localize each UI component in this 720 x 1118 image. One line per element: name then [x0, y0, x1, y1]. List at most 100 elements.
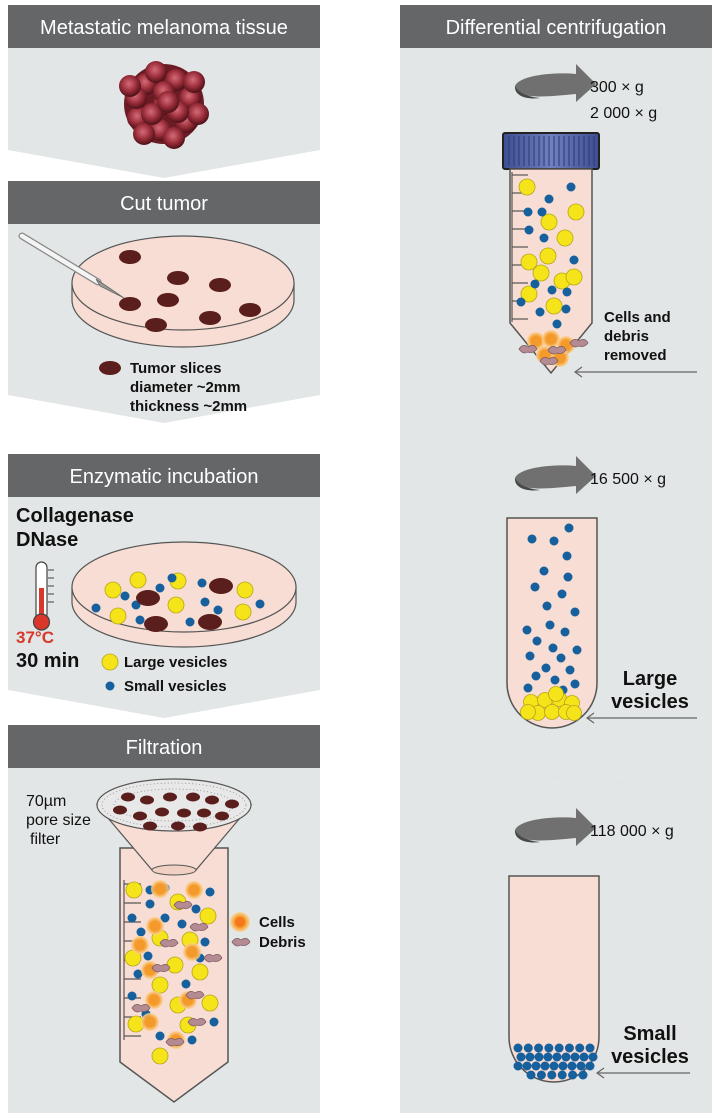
small-vesicle	[557, 1070, 567, 1080]
tumor-slice	[205, 795, 219, 805]
legend-text: Large vesicles	[124, 654, 227, 671]
small-vesicle	[513, 1043, 523, 1053]
reagent-label: DNase	[16, 529, 78, 551]
panel-centrifugation-step-3: 118 000 × g Small vesicles	[400, 766, 712, 1113]
step-note: removed	[604, 347, 667, 364]
legend-text: thickness ~2mm	[130, 398, 247, 415]
small-vesicle	[566, 182, 576, 192]
small-vesicle	[535, 307, 545, 317]
small-vesicle	[160, 913, 170, 923]
tumor-slice	[239, 303, 261, 317]
cell-nucleus	[187, 947, 197, 957]
tumor-slice	[143, 821, 157, 831]
small-vesicle	[197, 578, 207, 588]
tumor-lobe	[187, 103, 209, 125]
small-vesicle	[534, 1043, 544, 1053]
tumor-slice	[177, 808, 191, 818]
cell-nucleus	[145, 1017, 155, 1027]
tumor-lobe	[119, 75, 141, 97]
filter-funnel	[95, 778, 253, 876]
small-vesicle	[525, 651, 535, 661]
small-vesicle	[569, 255, 579, 265]
tumor-slice	[119, 250, 141, 264]
panel-title: Cut tumor	[120, 193, 208, 215]
small-vesicle	[133, 969, 143, 979]
debris	[151, 964, 171, 973]
small-vesicle	[536, 1070, 546, 1080]
legend-text: Small vesicles	[124, 678, 227, 695]
temperature-label: 37°C	[16, 628, 54, 647]
debris	[173, 901, 193, 910]
thermometer-icon	[32, 561, 54, 631]
small-vesicle	[550, 675, 560, 685]
small-vesicle	[213, 605, 223, 615]
debris	[539, 357, 559, 366]
small-vesicle	[547, 1070, 557, 1080]
large-vesicle	[539, 247, 557, 265]
small-vesicle	[167, 573, 177, 583]
large-vesicle	[556, 229, 574, 247]
filter-label: pore size	[26, 812, 91, 829]
large-vesicle	[151, 976, 169, 994]
header-bar	[8, 725, 320, 768]
large-vesicle	[548, 686, 564, 702]
filter-tumor-pieces	[113, 792, 239, 832]
small-vesicle	[570, 607, 580, 617]
speed-label: 16 500 × g	[590, 471, 666, 488]
legend-text: diameter ~2mm	[130, 379, 240, 396]
tumor-slice	[171, 821, 185, 831]
tube-contents	[513, 1043, 598, 1080]
debris	[185, 991, 205, 1000]
small-vesicle	[531, 671, 541, 681]
small-vesicle	[542, 601, 552, 611]
small-vesicle	[552, 1052, 562, 1062]
large-vesicle	[167, 596, 185, 614]
small-vesicle	[205, 887, 215, 897]
small-vesicle	[187, 1035, 197, 1045]
panel-melanoma-tissue: Metastatic melanoma tissue	[8, 5, 320, 178]
large-vesicle	[565, 268, 583, 286]
large-vesicle	[191, 963, 209, 981]
large-vesicle	[540, 213, 558, 231]
panel-title: Differential centrifugation	[446, 17, 667, 39]
small-vesicle	[127, 991, 137, 1001]
small-vesicle	[531, 1061, 541, 1071]
tumor-tissue-icon	[119, 61, 209, 149]
small-vesicle	[516, 1052, 526, 1062]
tumor-slice	[121, 792, 135, 802]
large-vesicle	[520, 704, 536, 720]
pointer-arrow	[573, 366, 697, 378]
filter-label: filter	[30, 831, 61, 848]
small-vesicle	[585, 1043, 595, 1053]
tumor-lobe	[163, 127, 185, 149]
rotation-arrow-icon	[514, 64, 596, 102]
tumor-slices	[119, 250, 261, 332]
filter-label: 70µm	[26, 793, 66, 810]
small-vesicle	[155, 1031, 165, 1041]
small-vesicle	[191, 904, 201, 914]
small-vesicle	[549, 536, 559, 546]
small-vesicle	[200, 937, 210, 947]
small-vesicle	[135, 615, 145, 625]
small-vesicle	[567, 1061, 577, 1071]
small-vesicle	[120, 591, 130, 601]
panel-title: Filtration	[126, 737, 203, 759]
large-vesicle	[532, 264, 550, 282]
small-vesicle	[525, 1052, 535, 1062]
small-vesicle	[562, 551, 572, 561]
tumor-slice	[136, 590, 160, 606]
small-vesicle	[548, 643, 558, 653]
small-vesicle	[563, 572, 573, 582]
small-vesicle	[131, 600, 141, 610]
small-vesicle	[516, 297, 526, 307]
debris	[203, 954, 223, 963]
petri-dish	[71, 541, 297, 648]
small-vesicle	[543, 1052, 553, 1062]
tumor-slice	[145, 318, 167, 332]
small-vesicle	[561, 304, 571, 314]
round-tube	[508, 875, 600, 1083]
small-vesicle	[537, 207, 547, 217]
debris	[569, 339, 589, 348]
small-vesicle	[523, 207, 533, 217]
